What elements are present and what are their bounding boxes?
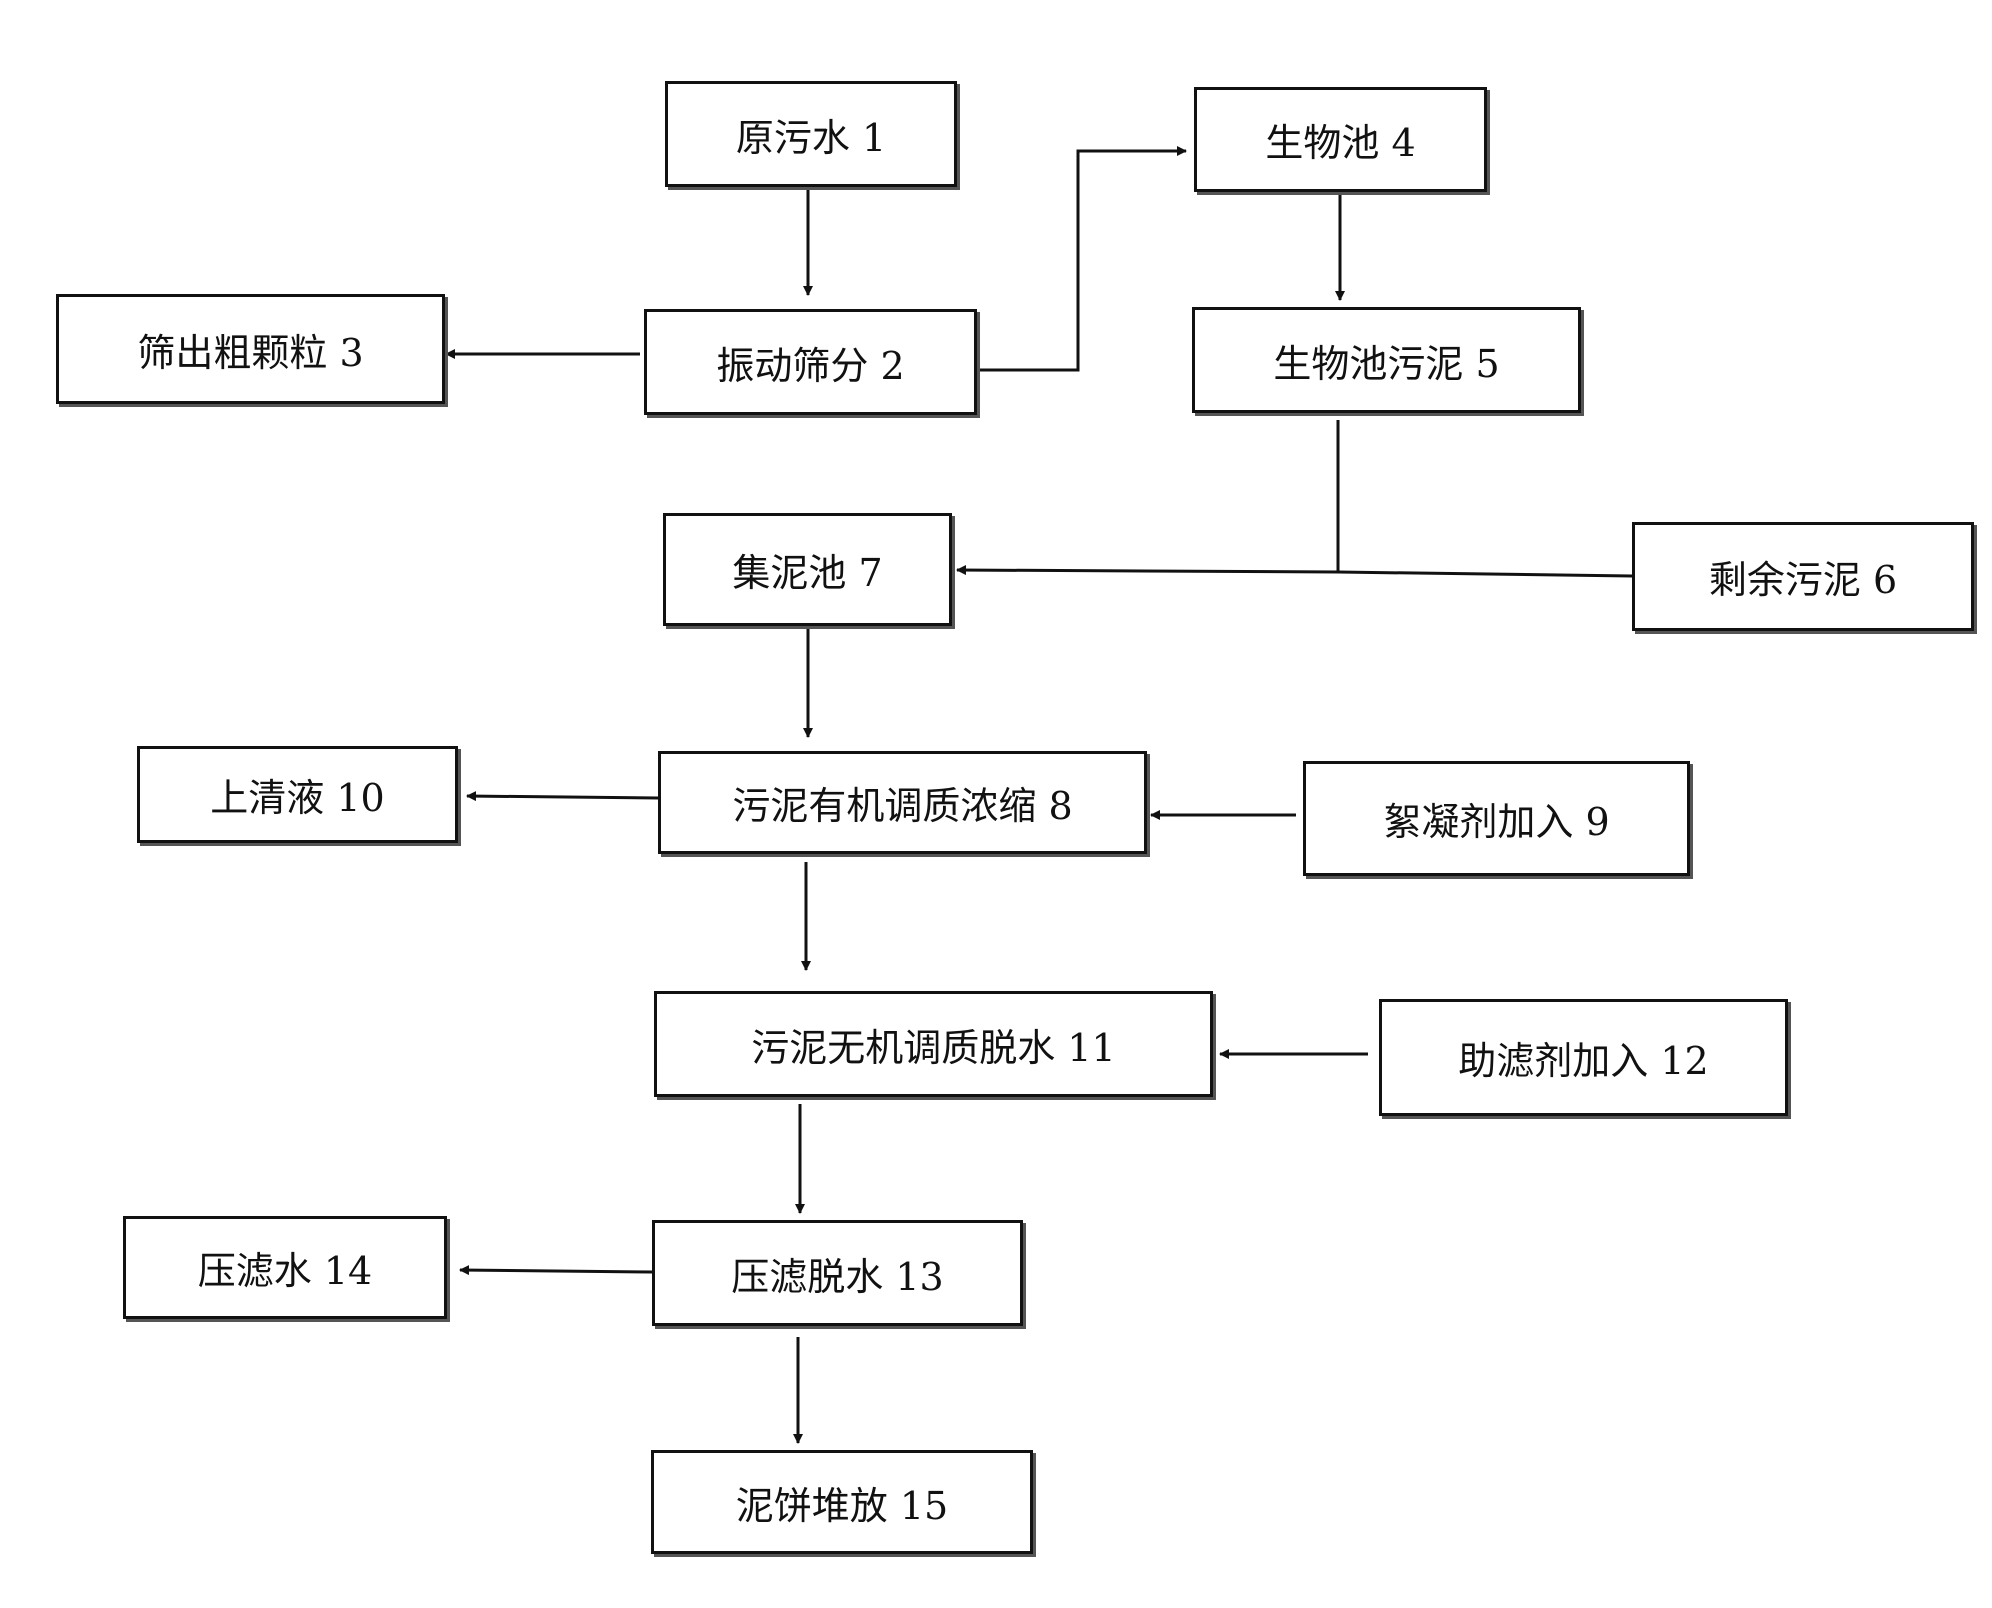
node-bio-tank: 生物池 4: [1194, 87, 1487, 192]
node-flocculant-addition: 絮凝剂加入 9: [1303, 761, 1690, 876]
node-sludge-collection-tank: 集泥池 7: [663, 513, 952, 626]
edge-n2-n4: [980, 146, 1187, 372]
node-screened-coarse-particles: 筛出粗颗粒 3: [56, 294, 445, 404]
node-bio-tank-sludge: 生物池污泥 5: [1192, 307, 1581, 413]
node-organic-conditioning-thickening: 污泥有机调质浓缩 8: [658, 751, 1147, 854]
node-supernatant: 上清液 10: [137, 746, 458, 843]
edge-n8-n10: [466, 791, 659, 802]
node-filter-press-dewatering: 压滤脱水 13: [652, 1220, 1023, 1326]
node-raw-sewage: 原污水 1: [665, 81, 957, 187]
edge-n6-n7: [956, 565, 1633, 578]
node-filter-aid-addition: 助滤剂加入 12: [1379, 999, 1788, 1116]
node-excess-sludge: 剩余污泥 6: [1632, 522, 1974, 631]
node-filtrate-water: 压滤水 14: [123, 1216, 447, 1319]
node-filter-cake-storage: 泥饼堆放 15: [651, 1450, 1033, 1554]
node-inorganic-conditioning-dewatering: 污泥无机调质脱水 11: [654, 991, 1213, 1097]
edge-n13-n14: [459, 1265, 653, 1276]
node-vibration-screening: 振动筛分 2: [644, 309, 977, 415]
